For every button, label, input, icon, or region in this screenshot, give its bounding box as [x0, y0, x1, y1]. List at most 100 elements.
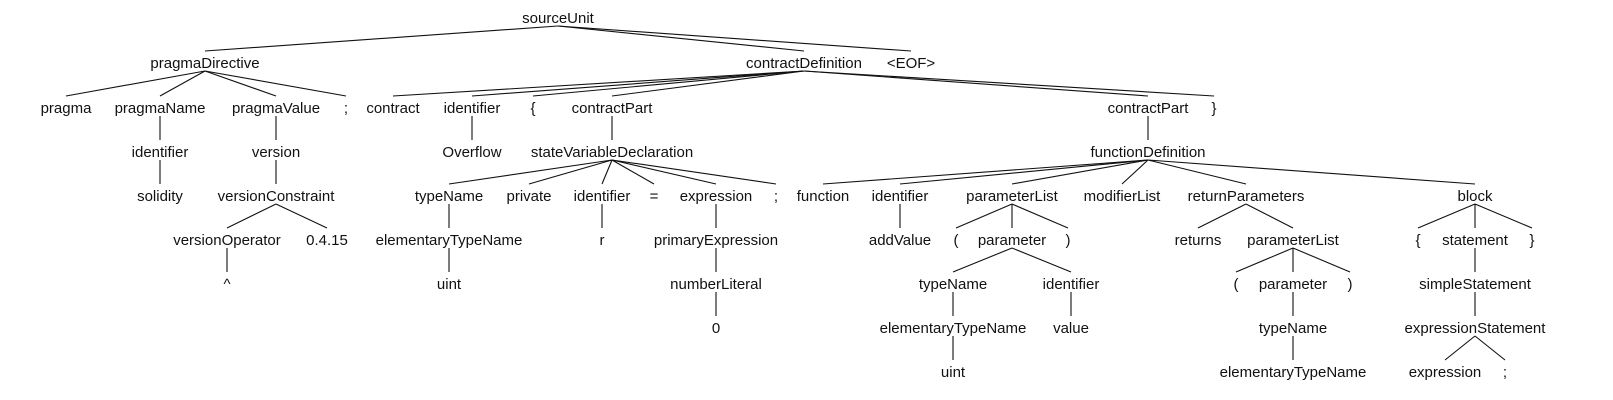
edge-contract-definition-to-identifier [471, 70, 805, 97]
edge-state-variable-declaration-to-expression [611, 159, 717, 185]
tree-node-open-paren: ( [1234, 276, 1239, 293]
tree-node-primary-expression: primaryExpression [654, 232, 778, 249]
edge-pragma-directive-to-pragma-name [159, 70, 206, 97]
edge-function-definition-to-modifier-list [1121, 159, 1149, 185]
edge-version-constraint-to-version-operator [226, 203, 277, 229]
tree-node-overflow: Overflow [442, 144, 501, 161]
edge-parameter-list-to-close-paren [1292, 247, 1351, 273]
tree-node-uint: uint [941, 364, 966, 381]
tree-node-statement: statement [1442, 232, 1509, 249]
tree-node-semicolon: ; [774, 188, 778, 205]
edge-pragma-directive-to-pragma-value [204, 70, 277, 97]
edge-source-unit-to-pragma-directive [204, 25, 559, 52]
edge-source-unit-to-eof [557, 25, 912, 52]
tree-edges [65, 25, 1533, 361]
edge-version-constraint-to-0-4-15 [275, 203, 328, 229]
tree-node-uint: uint [437, 276, 462, 293]
tree-node-simple-statement: simpleStatement [1419, 276, 1532, 293]
edge-contract-definition-to-contract-part [803, 70, 1149, 97]
tree-node-returns: returns [1175, 232, 1222, 249]
tree-node-function: function [797, 188, 850, 205]
tree-node-equals: = [650, 188, 659, 205]
tree-node-value: value [1053, 320, 1089, 337]
edge-return-parameters-to-returns [1197, 203, 1247, 229]
tree-node-parameter-list: parameterList [966, 188, 1059, 205]
tree-node-semicolon: ; [1503, 364, 1507, 381]
edge-function-definition-to-return-parameters [1147, 159, 1247, 185]
tree-node-caret: ^ [223, 276, 230, 293]
tree-node-pragma-directive: pragmaDirective [150, 55, 259, 72]
tree-node-close-paren: ) [1066, 232, 1071, 249]
tree-node-identifier: identifier [1043, 276, 1100, 293]
edge-state-variable-declaration-to-type-name [448, 159, 613, 185]
tree-node-type-name: typeName [919, 276, 987, 293]
tree-node-parameter: parameter [978, 232, 1046, 249]
tree-node-pragma: pragma [41, 100, 93, 117]
tree-node-expression-statement: expressionStatement [1405, 320, 1547, 337]
tree-node-version-constraint: versionConstraint [218, 188, 336, 205]
edge-pragma-directive-to-semicolon [204, 70, 347, 97]
tree-node-identifier: identifier [574, 188, 631, 205]
edge-pragma-directive-to-pragma [65, 70, 206, 97]
edge-contract-definition-to-open-brace [532, 70, 805, 97]
tree-node-expression: expression [680, 188, 753, 205]
tree-node-r: r [600, 232, 605, 249]
edge-contract-definition-to-contract-part [611, 70, 805, 97]
edge-state-variable-declaration-to-private [528, 159, 613, 185]
tree-node-semicolon: ; [344, 100, 348, 117]
edge-source-unit-to-contract-definition [557, 25, 805, 52]
tree-node-block: block [1457, 188, 1493, 205]
edge-contract-definition-to-close-brace [803, 70, 1215, 97]
edge-function-definition-to-identifier [899, 159, 1149, 185]
tree-node-version-operator: versionOperator [173, 232, 281, 249]
tree-node-parameter-list: parameterList [1247, 232, 1340, 249]
edge-state-variable-declaration-to-identifier [601, 159, 613, 185]
tree-node-solidity: solidity [137, 188, 183, 205]
tree-node-parameter: parameter [1259, 276, 1327, 293]
edge-state-variable-declaration-to-semicolon [611, 159, 777, 185]
tree-node-type-name: typeName [1259, 320, 1327, 337]
tree-node-open-brace: { [530, 100, 535, 117]
edge-function-definition-to-parameter-list [1011, 159, 1149, 185]
tree-node-add-value: addValue [869, 232, 931, 249]
tree-node-pragma-name: pragmaName [115, 100, 206, 117]
tree-node-close-brace: } [1211, 100, 1216, 117]
edge-contract-definition-to-contract [392, 70, 805, 97]
tree-labels: sourceUnit pragmaDirective contractDefinit… [41, 10, 1547, 381]
tree-node-0: 0 [712, 320, 720, 337]
tree-node-type-name: typeName [415, 188, 483, 205]
edge-parameter-to-identifier [1011, 247, 1072, 273]
tree-node-eof: <EOF> [887, 55, 936, 72]
tree-node-close-brace: } [1529, 232, 1534, 249]
tree-node-version: version [252, 144, 300, 161]
edge-parameter-list-to-close-paren [1011, 203, 1069, 229]
edge-block-to-open-brace [1417, 203, 1476, 229]
tree-node-expression: expression [1409, 364, 1482, 381]
tree-node-contract-definition: contractDefinition [746, 55, 862, 72]
tree-node-0-4-15: 0.4.15 [306, 232, 348, 249]
tree-node-elementary-type-name: elementaryTypeName [1220, 364, 1367, 381]
edge-state-variable-declaration-to-equals [611, 159, 655, 185]
edge-expression-statement-to-semicolon [1474, 335, 1506, 361]
tree-node-modifier-list: modifierList [1084, 188, 1162, 205]
edge-parameter-list-to-open-paren [1235, 247, 1294, 273]
tree-node-contract: contract [366, 100, 420, 117]
edge-return-parameters-to-parameter-list [1245, 203, 1294, 229]
tree-node-return-parameters: returnParameters [1188, 188, 1305, 205]
tree-node-open-paren: ( [954, 232, 959, 249]
tree-node-state-variable-declaration: stateVariableDeclaration [531, 144, 693, 161]
tree-node-close-paren: ) [1348, 276, 1353, 293]
edge-function-definition-to-function [822, 159, 1149, 185]
edge-parameter-to-type-name [952, 247, 1013, 273]
tree-node-function-definition: functionDefinition [1090, 144, 1205, 161]
tree-node-source-unit: sourceUnit [522, 10, 595, 27]
edge-function-definition-to-block [1147, 159, 1476, 185]
tree-node-identifier: identifier [872, 188, 929, 205]
tree-node-number-literal: numberLiteral [670, 276, 762, 293]
tree-node-private: private [506, 188, 551, 205]
tree-node-contract-part: contractPart [572, 100, 654, 117]
edge-parameter-list-to-open-paren [955, 203, 1013, 229]
edge-block-to-close-brace [1474, 203, 1533, 229]
tree-node-elementary-type-name: elementaryTypeName [880, 320, 1027, 337]
